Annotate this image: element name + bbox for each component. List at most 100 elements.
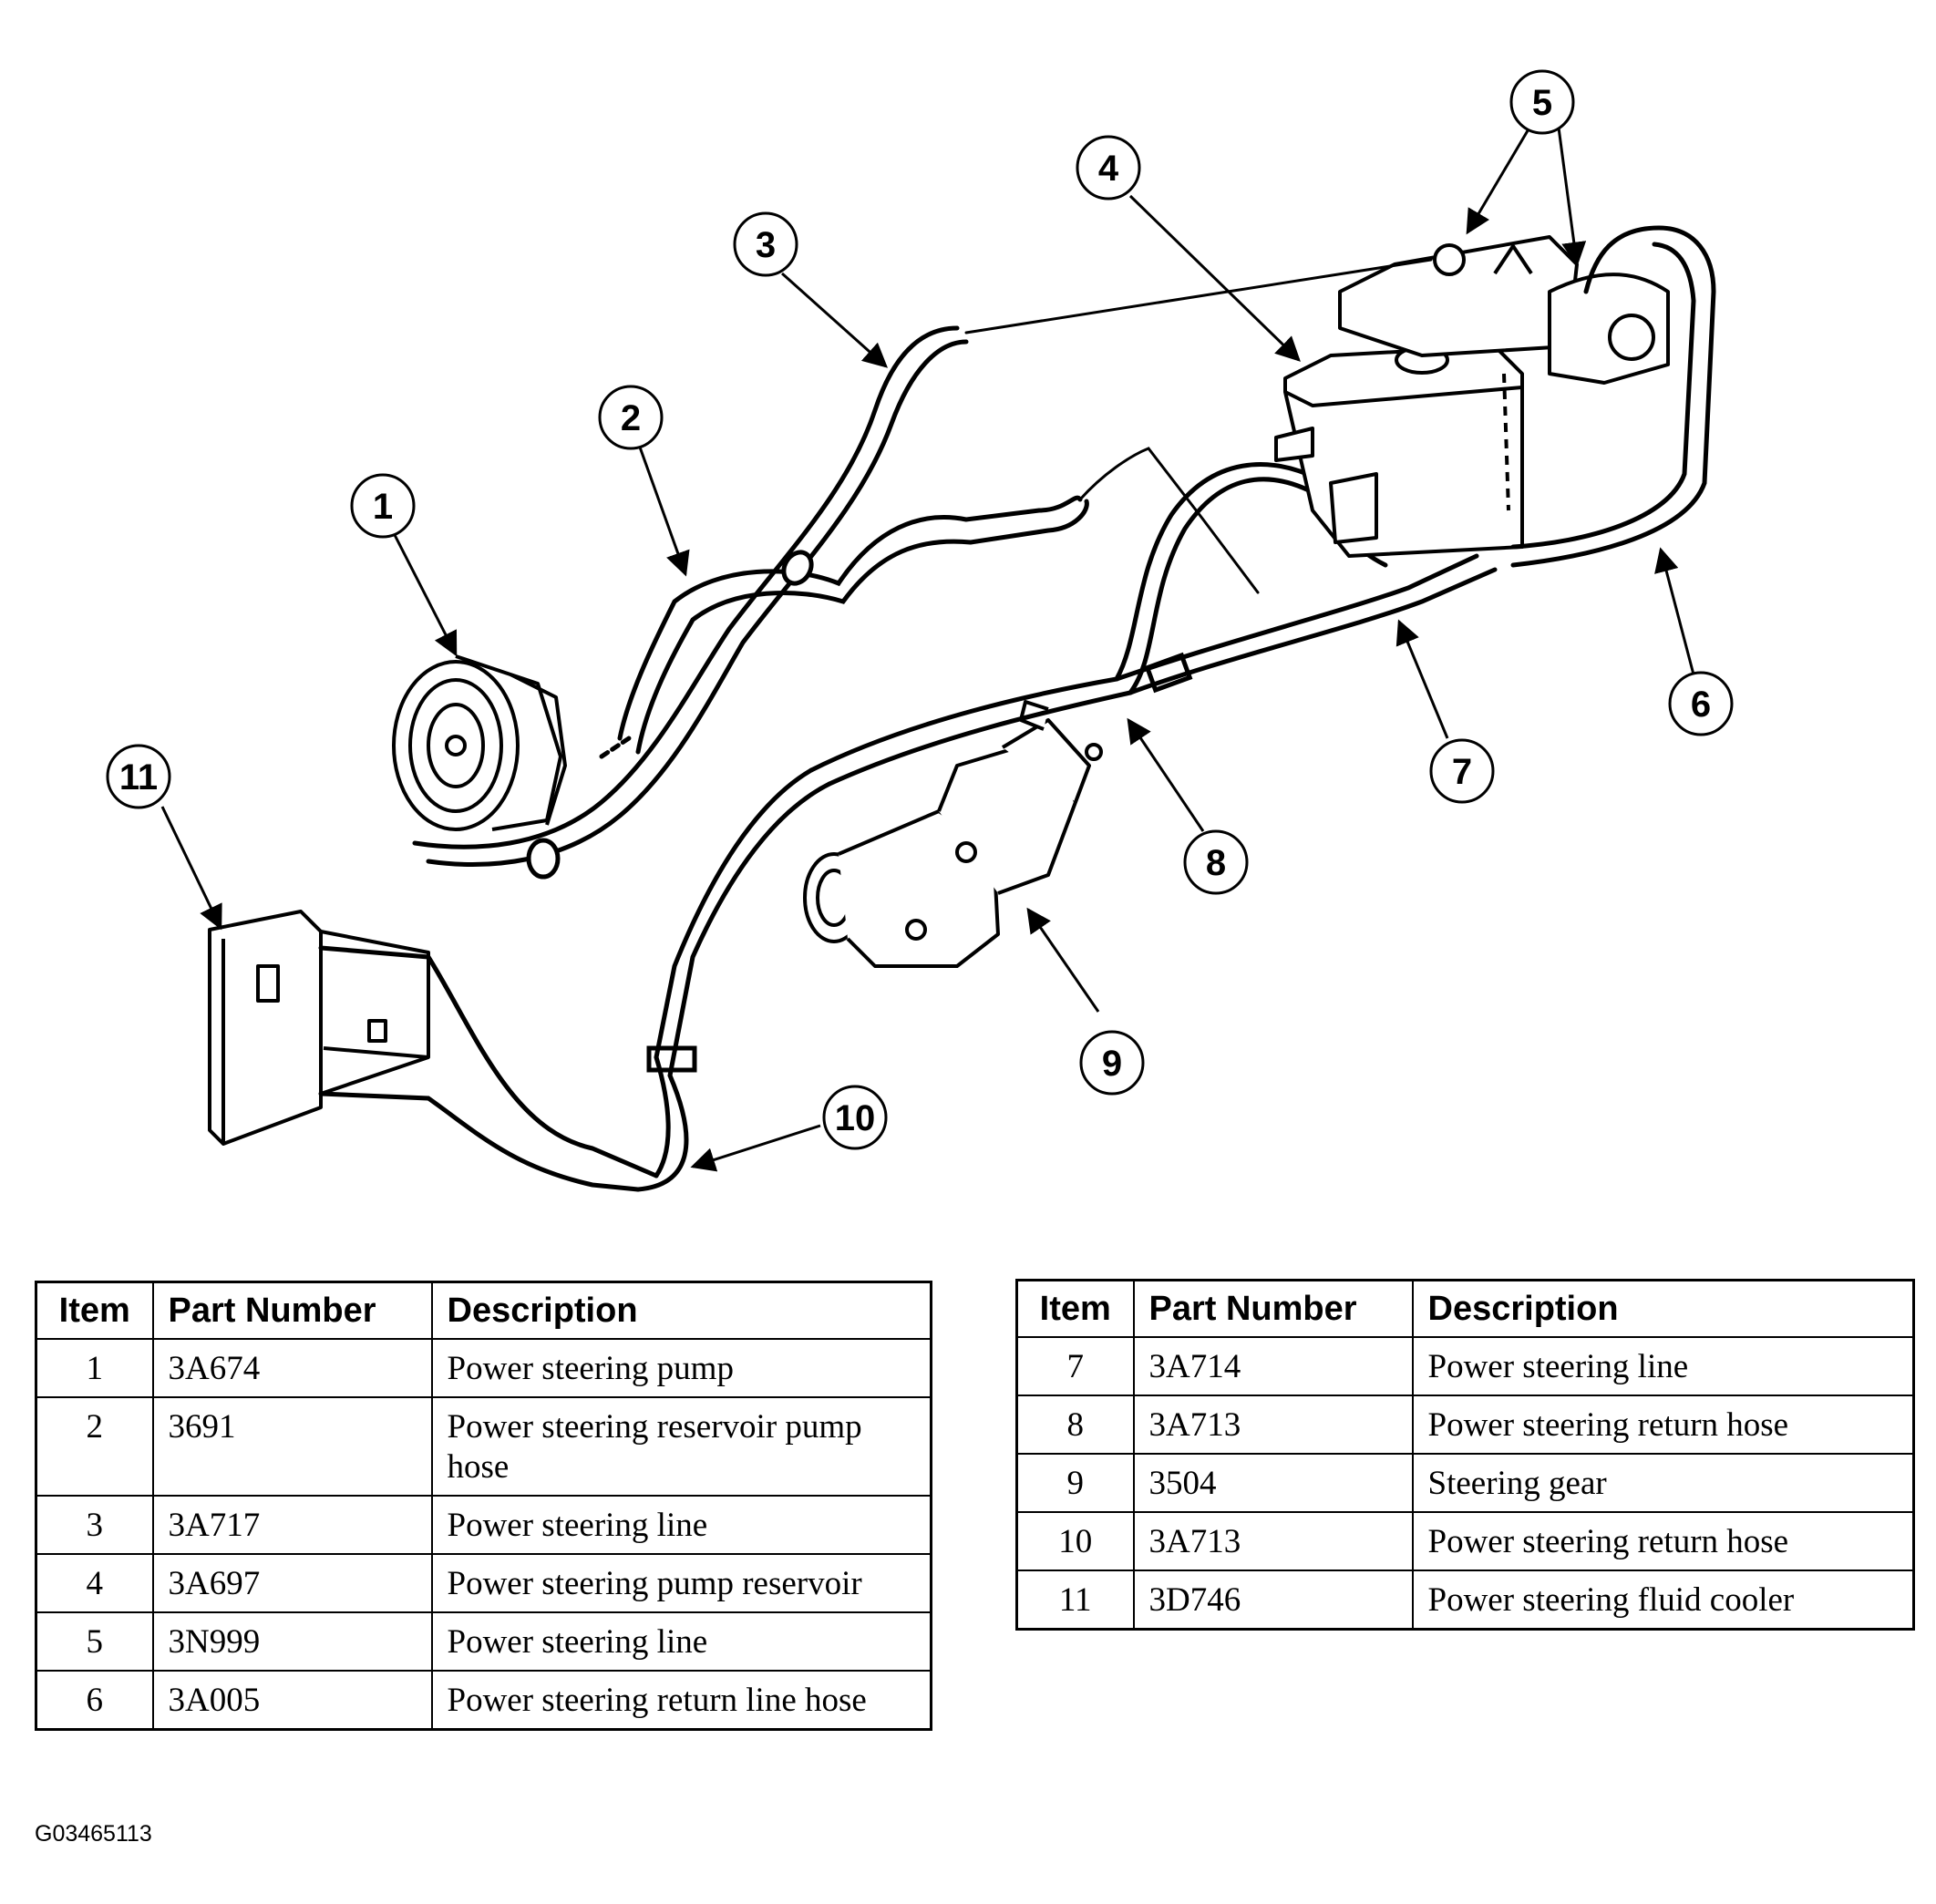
column-header-item: Item (1015, 1279, 1135, 1338)
table-header-row: Item Part Number Description (35, 1281, 932, 1340)
leader-arrow-11 (160, 806, 222, 931)
steering-gear-drawing (803, 700, 1103, 968)
item-number: 9 (1015, 1453, 1135, 1513)
part-description: Power steering return hose (1411, 1395, 1915, 1455)
table-row: 3 3A717 Power steering line (35, 1495, 932, 1555)
table-row: 6 3A005 Power steering return line hose (35, 1670, 932, 1731)
table-row: 5 3N999 Power steering line (35, 1611, 932, 1672)
part-description: Power steering return hose (1411, 1511, 1915, 1571)
callout-7: 7 (1429, 738, 1495, 804)
svg-text:8: 8 (1206, 843, 1226, 883)
leader-arrow-4 (1128, 194, 1301, 362)
leader-arrow-1 (392, 532, 458, 657)
item-number: 4 (35, 1553, 154, 1613)
part-number: 3D746 (1132, 1570, 1414, 1631)
item-number: 2 (35, 1396, 154, 1497)
item-number: 3 (35, 1495, 154, 1555)
svg-text:6: 6 (1691, 684, 1711, 725)
table-row: 11 3D746 Power steering fluid cooler (1015, 1570, 1915, 1631)
part-description: Power steering pump reservoir (430, 1553, 932, 1613)
part-number: 3691 (151, 1396, 433, 1497)
column-header-part-number: Part Number (151, 1281, 433, 1340)
callout-3: 3 (733, 211, 798, 277)
fluid-cooler-drawing (208, 910, 430, 1146)
parts-table-left: Item Part Number Description 1 3A674 Pow… (35, 1281, 932, 1731)
part-description: Power steering fluid cooler (1411, 1570, 1915, 1631)
upper-assembly-drawing (1338, 235, 1670, 385)
svg-text:11: 11 (119, 757, 158, 798)
item-number: 8 (1015, 1395, 1135, 1455)
part-number: 3A713 (1132, 1395, 1414, 1455)
item-number: 1 (35, 1338, 154, 1398)
callout-8: 8 (1183, 829, 1249, 895)
leader-arrow-2 (636, 441, 690, 577)
return-hose-lines (318, 767, 832, 1192)
svg-text:10: 10 (835, 1098, 876, 1138)
callout-10: 10 (822, 1085, 888, 1150)
callout-6: 6 (1668, 671, 1734, 736)
leader-arrow-9 (1026, 907, 1100, 1013)
svg-text:1: 1 (373, 487, 393, 527)
column-header-item: Item (35, 1281, 154, 1340)
callout-2: 2 (598, 385, 664, 450)
column-header-description: Description (1411, 1279, 1915, 1338)
power-steering-system-diagram: 1 2 3 4 5 6 7 8 (106, 69, 1734, 1192)
part-number: 3A714 (1132, 1336, 1414, 1396)
steering-line-upper (412, 258, 1433, 880)
table-row: 1 3A674 Power steering pump (35, 1338, 932, 1398)
part-description: Power steering pump (430, 1338, 932, 1398)
part-description: Power steering line (430, 1611, 932, 1672)
table-header-row: Item Part Number Description (1015, 1279, 1915, 1338)
item-number: 10 (1015, 1511, 1135, 1571)
svg-text:9: 9 (1102, 1044, 1122, 1084)
parts-table-right: Item Part Number Description 7 3A714 Pow… (1015, 1279, 1915, 1631)
table-row: 9 3504 Steering gear (1015, 1453, 1915, 1513)
part-description: Power steering line (1411, 1336, 1915, 1396)
table-row: 4 3A697 Power steering pump reservoir (35, 1553, 932, 1613)
item-number: 7 (1015, 1336, 1135, 1396)
table-row: 7 3A714 Power steering line (1015, 1336, 1915, 1396)
column-header-description: Description (430, 1281, 932, 1340)
item-number: 6 (35, 1670, 154, 1731)
leader-arrow-3 (780, 272, 889, 368)
reservoir-drawing (1274, 345, 1524, 558)
return-line-hose (1510, 225, 1716, 568)
svg-text:5: 5 (1532, 83, 1552, 123)
part-number: 3A005 (151, 1670, 433, 1731)
part-description: Power steering reservoir pump hose (430, 1396, 932, 1497)
part-number: 3504 (1132, 1453, 1414, 1513)
callout-11: 11 (106, 744, 171, 809)
leader-arrow-5b (1557, 127, 1587, 267)
leader-arrows (160, 127, 1695, 1172)
part-description: Power steering line (430, 1495, 932, 1555)
reservoir-pump-hose (599, 495, 1089, 759)
leader-arrow-10 (690, 1124, 821, 1172)
column-header-part-number: Part Number (1132, 1279, 1414, 1338)
callout-9: 9 (1079, 1030, 1145, 1096)
svg-text:3: 3 (756, 225, 776, 265)
part-number: 3A717 (151, 1495, 433, 1555)
callout-1: 1 (350, 473, 416, 539)
leader-arrow-5a (1466, 127, 1531, 235)
svg-text:2: 2 (621, 398, 641, 438)
part-number: 3A713 (1132, 1511, 1414, 1571)
part-number: 3A674 (151, 1338, 433, 1398)
part-number: 3N999 (151, 1611, 433, 1672)
leader-arrow-6 (1654, 547, 1695, 675)
callout-5: 5 (1509, 69, 1575, 135)
item-number: 11 (1015, 1570, 1135, 1631)
leader-arrow-7 (1395, 619, 1449, 739)
table-row: 2 3691 Power steering reservoir pump hos… (35, 1396, 932, 1497)
part-description: Power steering return line hose (430, 1670, 932, 1731)
item-number: 5 (35, 1611, 154, 1672)
table-row: 8 3A713 Power steering return hose (1015, 1395, 1915, 1455)
pump-drawing (392, 654, 567, 831)
leader-arrow-8 (1127, 717, 1205, 832)
callout-4: 4 (1076, 135, 1141, 201)
part-description: Steering gear (1411, 1453, 1915, 1513)
svg-text:7: 7 (1452, 752, 1472, 792)
callouts: 1 2 3 4 5 6 7 8 (106, 69, 1734, 1150)
figure-id: G03465113 (35, 1821, 152, 1847)
svg-text:4: 4 (1098, 149, 1119, 189)
part-number: 3A697 (151, 1553, 433, 1613)
